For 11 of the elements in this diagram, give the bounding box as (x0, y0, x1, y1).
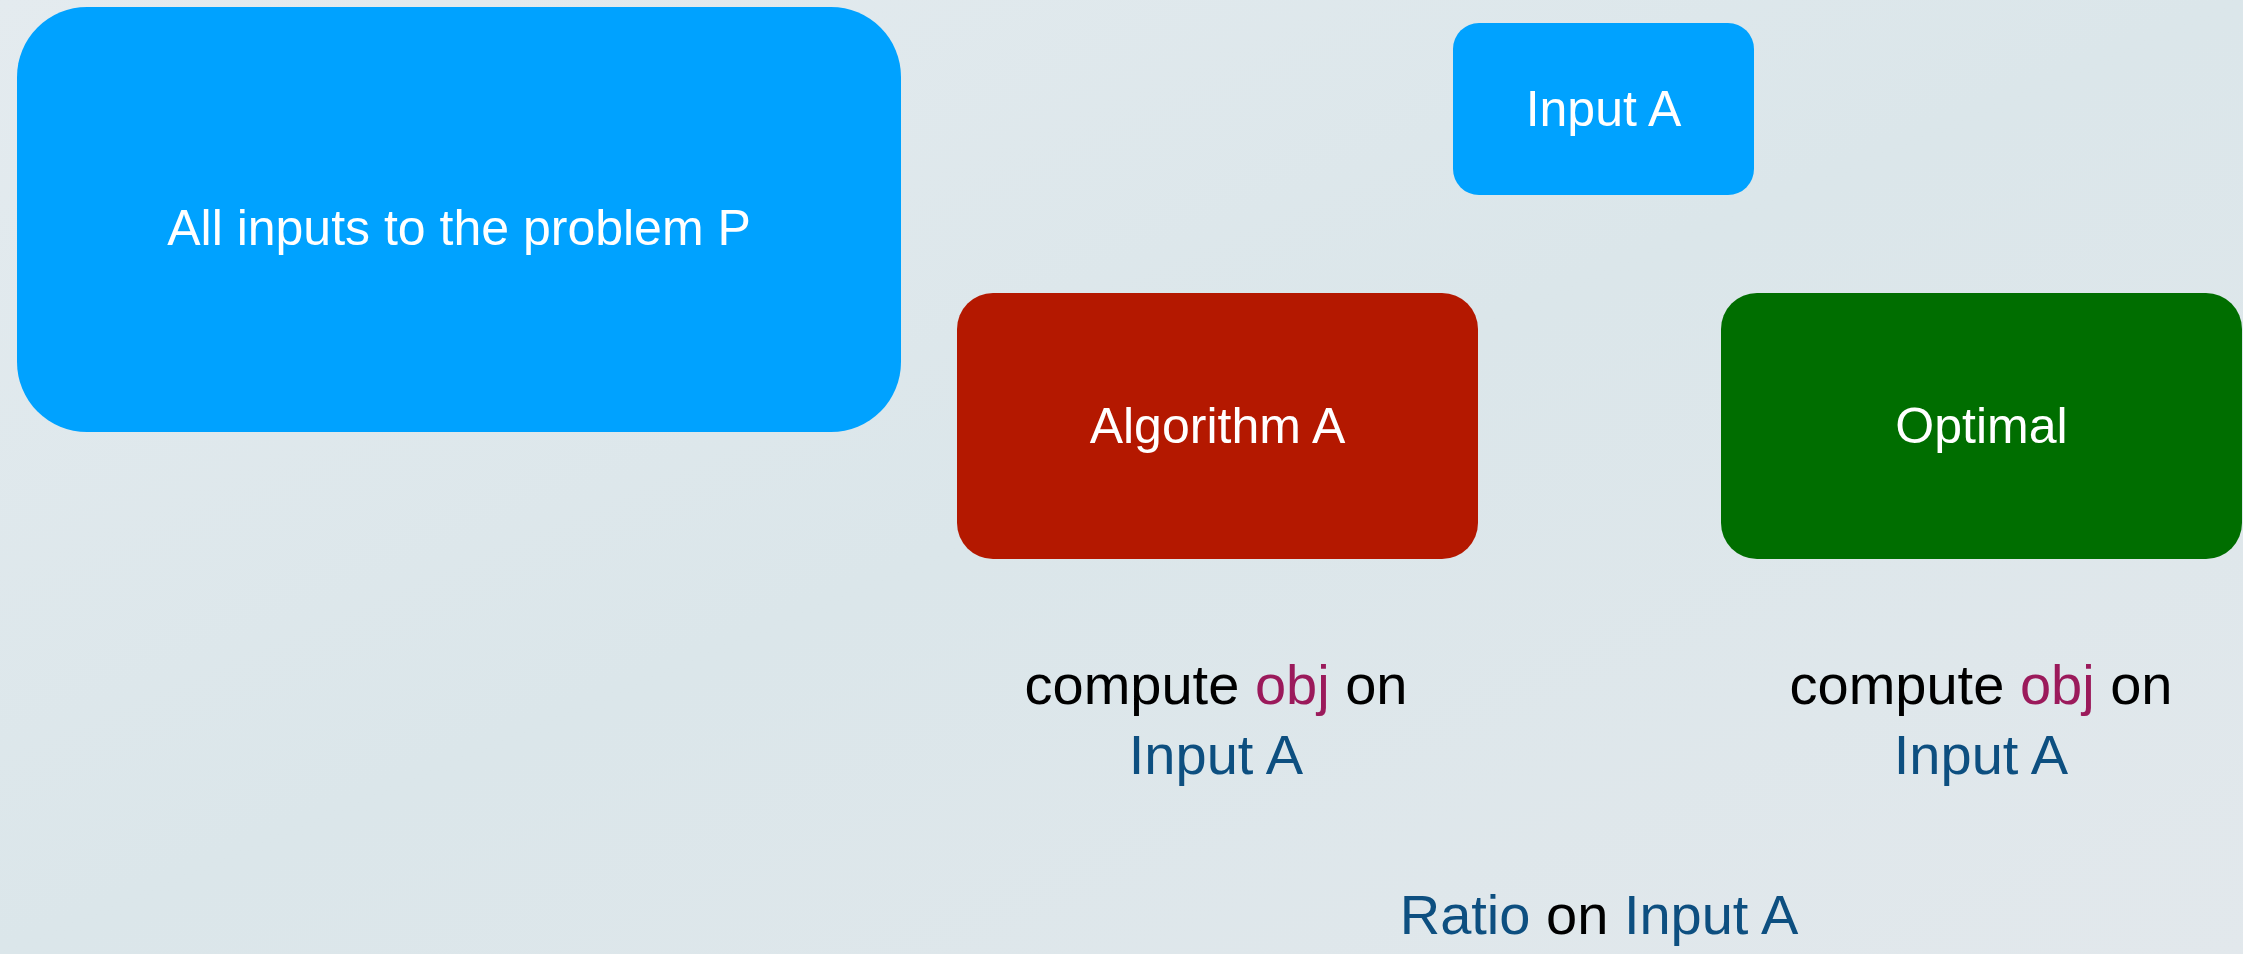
box-label: All inputs to the problem P (166, 199, 752, 258)
note-text: Ratio on Input A (1398, 882, 1800, 948)
rounded-box (17, 7, 901, 432)
rounded-box (1453, 23, 1754, 195)
box-label: Input A (1524, 79, 1683, 139)
note-text: compute obj on Input A (1023, 652, 1409, 788)
box-label: Algorithm A (1088, 396, 1347, 456)
note-text: compute obj on Input A (1788, 652, 2174, 788)
rounded-box (1721, 293, 2242, 559)
box-label: Optimal (1894, 396, 2069, 456)
rounded-box (957, 293, 1478, 559)
